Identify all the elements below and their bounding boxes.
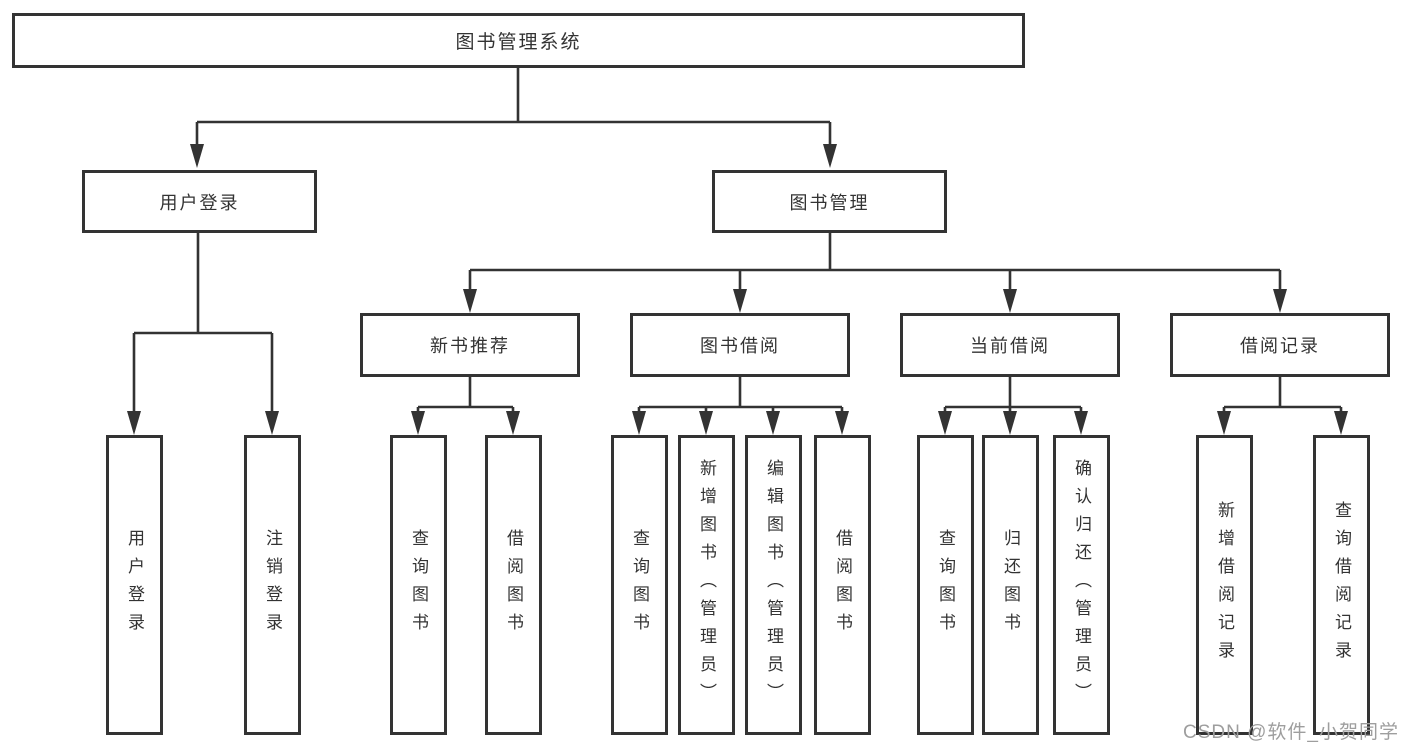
leaf-query-books-recommend-label: 查询图书 <box>409 529 428 641</box>
leaf-edit-books-admin: 编辑图书（管理员） <box>745 435 802 735</box>
leaf-query-books-current: 查询图书 <box>917 435 974 735</box>
leaf-add-borrow-record: 新增借阅记录 <box>1196 435 1253 735</box>
leaf-user-login-label: 用户登录 <box>125 529 144 641</box>
node-book-management: 图书管理 <box>712 170 947 233</box>
node-borrowing-records: 借阅记录 <box>1170 313 1390 377</box>
node-root: 图书管理系统 <box>12 13 1025 68</box>
leaf-borrow-books-recommend-label: 借阅图书 <box>504 529 523 641</box>
node-book-management-label: 图书管理 <box>789 192 870 213</box>
leaf-query-books-borrowing: 查询图书 <box>611 435 668 735</box>
leaf-query-books-borrowing-label: 查询图书 <box>630 529 649 641</box>
leaf-return-books: 归还图书 <box>982 435 1039 735</box>
node-current-borrowing: 当前借阅 <box>900 313 1120 377</box>
leaf-return-books-label: 归还图书 <box>1001 529 1020 641</box>
node-new-book-recommendation: 新书推荐 <box>360 313 580 377</box>
leaf-edit-books-admin-label: 编辑图书（管理员） <box>764 459 783 711</box>
leaf-borrow-books-recommend: 借阅图书 <box>485 435 542 735</box>
node-borrowing-records-label: 借阅记录 <box>1240 336 1320 356</box>
node-root-label: 图书管理系统 <box>455 32 582 53</box>
watermark: CSDN @软件_小贺同学 <box>1183 722 1399 743</box>
node-current-borrowing-label: 当前借阅 <box>970 336 1050 356</box>
arrowhead-icons <box>127 144 1348 435</box>
leaf-query-books-current-label: 查询图书 <box>936 529 955 641</box>
node-user-login: 用户登录 <box>82 170 317 233</box>
leaf-query-books-recommend: 查询图书 <box>390 435 447 735</box>
node-book-borrowing-label: 图书借阅 <box>700 336 780 356</box>
node-new-book-recommendation-label: 新书推荐 <box>430 336 510 356</box>
node-book-borrowing: 图书借阅 <box>630 313 850 377</box>
leaf-query-borrow-record: 查询借阅记录 <box>1313 435 1370 735</box>
leaf-add-books-admin-label: 新增图书（管理员） <box>697 459 716 711</box>
leaf-confirm-return-admin: 确认归还（管理员） <box>1053 435 1110 735</box>
leaf-add-books-admin: 新增图书（管理员） <box>678 435 735 735</box>
leaf-borrow-books-borrowing: 借阅图书 <box>814 435 871 735</box>
leaf-borrow-books-borrowing-label: 借阅图书 <box>833 529 852 641</box>
leaf-confirm-return-admin-label: 确认归还（管理员） <box>1072 459 1091 711</box>
node-user-login-label: 用户登录 <box>159 192 240 213</box>
leaf-query-borrow-record-label: 查询借阅记录 <box>1332 501 1351 669</box>
leaf-logout-login-label: 注销登录 <box>263 529 282 641</box>
leaf-user-login: 用户登录 <box>106 435 163 735</box>
leaf-add-borrow-record-label: 新增借阅记录 <box>1215 501 1234 669</box>
leaf-logout-login: 注销登录 <box>244 435 301 735</box>
